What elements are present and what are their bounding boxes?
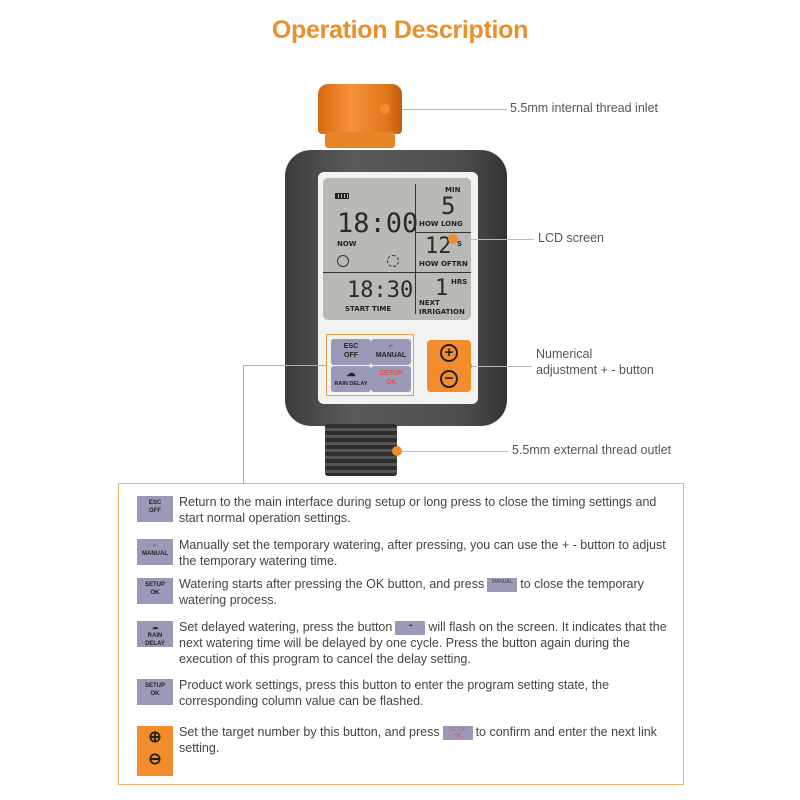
off-label: OFF	[344, 352, 358, 359]
page-title: Operation Description	[271, 16, 529, 44]
ok-label: OK	[385, 379, 397, 386]
manual-label: MANUAL	[375, 352, 407, 359]
manual-button-icon: MANUAL	[487, 577, 518, 592]
plus-minus-button-icon: ⊕⊖	[137, 726, 173, 776]
outlet-thread	[325, 424, 397, 476]
rain-delay-button-icon: ☁RAIN DELAY	[137, 621, 173, 647]
description-text: Watering starts after pressing the OK bu…	[179, 576, 677, 608]
function-buttons: ESC OFF ⌐ MANUAL ☁ RAIN DELAY SETUP OK	[326, 334, 414, 396]
description-text: Return to the main interface during setu…	[179, 495, 657, 525]
manual-button-icon: ⌐MANUAL	[137, 539, 173, 565]
plus-minus-buttons: + −	[427, 340, 471, 392]
battery-icon	[335, 193, 349, 199]
callout-numerical-2: adjustment + - button	[536, 363, 654, 377]
clock-icon	[337, 255, 349, 267]
start-time: 18:30	[347, 278, 414, 303]
esc-off-button[interactable]: ESC OFF	[331, 339, 371, 365]
setup-label: SETUP	[379, 370, 403, 377]
description-text: Product work settings, press this button…	[179, 678, 610, 708]
callout-numerical-1: Numerical	[536, 347, 593, 361]
setup-ok-button[interactable]: SETUP OK	[371, 366, 411, 392]
cycle-clock-icon	[387, 255, 399, 267]
text-after: to confirm and enter the next link setti…	[179, 725, 657, 755]
how-long-label: HOW LONG	[419, 220, 463, 228]
description-text: Set delayed watering, press the button☁w…	[179, 619, 677, 667]
hrs-label: HRS	[451, 278, 468, 286]
cloud-icon: ☁	[395, 620, 426, 635]
next-label: NEXT	[419, 299, 440, 307]
callout-inlet: 5.5mm internal thread inlet	[510, 101, 658, 115]
text-after: to close the temporary watering process.	[179, 577, 644, 607]
inlet-nut-base	[325, 132, 395, 148]
esc-label: ESC	[343, 343, 359, 350]
start-time-label: START TIME	[345, 305, 392, 313]
plus-button[interactable]: +	[440, 344, 458, 362]
manual-button[interactable]: ⌐ MANUAL	[371, 339, 411, 365]
text-after: will flash on the screen. It indicates t…	[179, 620, 667, 666]
min-label: MIN	[445, 186, 461, 194]
irrigation-label: IRRIGATION	[419, 308, 465, 316]
next-value: 1	[435, 276, 449, 301]
how-often-value: 12	[425, 234, 452, 259]
how-often-unit: S	[457, 240, 463, 248]
how-often-label: HOW OFTRN	[419, 260, 468, 268]
how-long-value: 5	[441, 192, 456, 220]
faucet-icon: ⌐	[388, 343, 394, 350]
now-label: NOW	[337, 240, 357, 248]
cloud-icon: ☁	[346, 368, 356, 378]
text-before: Watering starts after pressing the OK bu…	[179, 577, 485, 591]
lcd-screen: 18:00 NOW MIN 5 HOW LONG 12 S HOW OFTRN …	[323, 178, 471, 320]
rain-delay-label: RAIN DELAY	[334, 381, 368, 387]
now-time: 18:00	[337, 208, 419, 239]
description-text: Manually set the temporary watering, aft…	[179, 538, 666, 568]
callout-outlet: 5.5mm external thread outlet	[512, 443, 672, 457]
text-before: Set the target number by this button, an…	[179, 725, 440, 739]
description-text: Set the target number by this button, an…	[179, 724, 677, 756]
minus-button[interactable]: −	[440, 370, 458, 388]
text-before: Set delayed watering, press the button	[179, 620, 393, 634]
rain-delay-button[interactable]: ☁ RAIN DELAY	[331, 366, 371, 392]
callout-lcd: LCD screen	[538, 231, 604, 245]
